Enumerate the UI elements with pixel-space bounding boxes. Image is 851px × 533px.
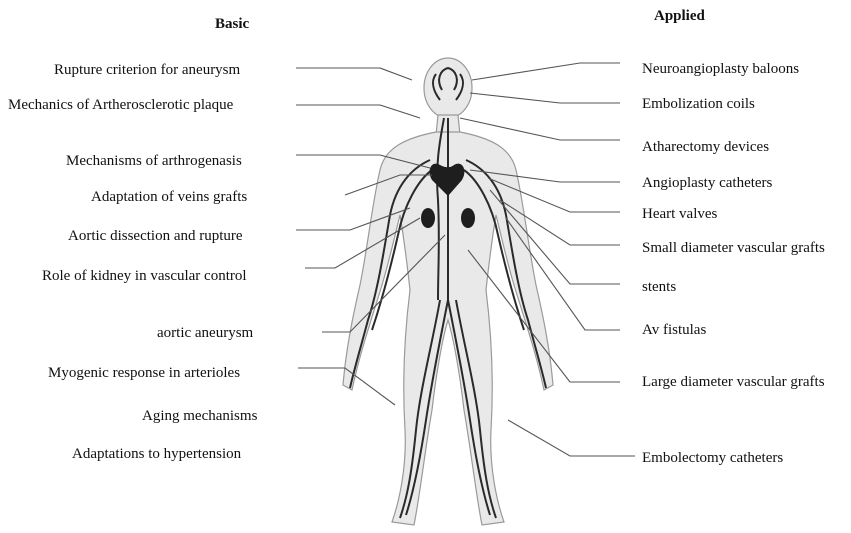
connector-line — [296, 105, 420, 118]
basic-label-plaque-mechanics: Mechanics of Artherosclerotic plaque — [8, 96, 233, 114]
applied-label-embolectomy: Embolectomy catheters — [642, 449, 783, 467]
applied-label-heart-valves: Heart valves — [642, 205, 717, 223]
applied-label-large-grafts: Large diameter vascular grafts — [642, 373, 825, 391]
basic-label-myogenic-response: Myogenic response in arterioles — [48, 364, 240, 382]
left-kidney-icon — [421, 208, 435, 228]
basic-label-aortic-aneurysm: aortic aneurysm — [157, 324, 253, 342]
connector-line — [470, 93, 620, 103]
basic-label-aortic-dissection: Aortic dissection and rupture — [68, 227, 243, 245]
basic-heading: Basic — [215, 16, 249, 33]
basic-label-arthrogenasis: Mechanisms of arthrogenasis — [66, 152, 242, 170]
applied-heading: Applied — [654, 8, 705, 25]
applied-label-angioplasty-catheters: Angioplasty catheters — [642, 174, 772, 192]
connector-line — [460, 118, 620, 140]
connector-line — [296, 68, 412, 80]
basic-label-kidney-role: Role of kidney in vascular control — [42, 267, 247, 285]
applied-label-av-fistulas: Av fistulas — [642, 321, 706, 339]
applied-label-stents: stents — [642, 278, 676, 296]
connector-line — [508, 420, 635, 456]
applied-label-atharectomy: Atharectomy devices — [642, 138, 769, 156]
connector-line — [472, 63, 620, 80]
applied-label-neuroangioplasty: Neuroangioplasty baloons — [642, 60, 799, 78]
applied-label-embolization-coils: Embolization coils — [642, 95, 755, 113]
basic-label-rupture-criterion: Rupture criterion for aneurysm — [54, 61, 240, 79]
basic-label-hypertension: Adaptations to hypertension — [72, 445, 241, 463]
basic-label-aging: Aging mechanisms — [142, 407, 257, 425]
right-kidney-icon — [461, 208, 475, 228]
applied-label-small-grafts: Small diameter vascular grafts — [642, 239, 825, 257]
basic-label-vein-grafts: Adaptation of veins grafts — [91, 188, 247, 206]
